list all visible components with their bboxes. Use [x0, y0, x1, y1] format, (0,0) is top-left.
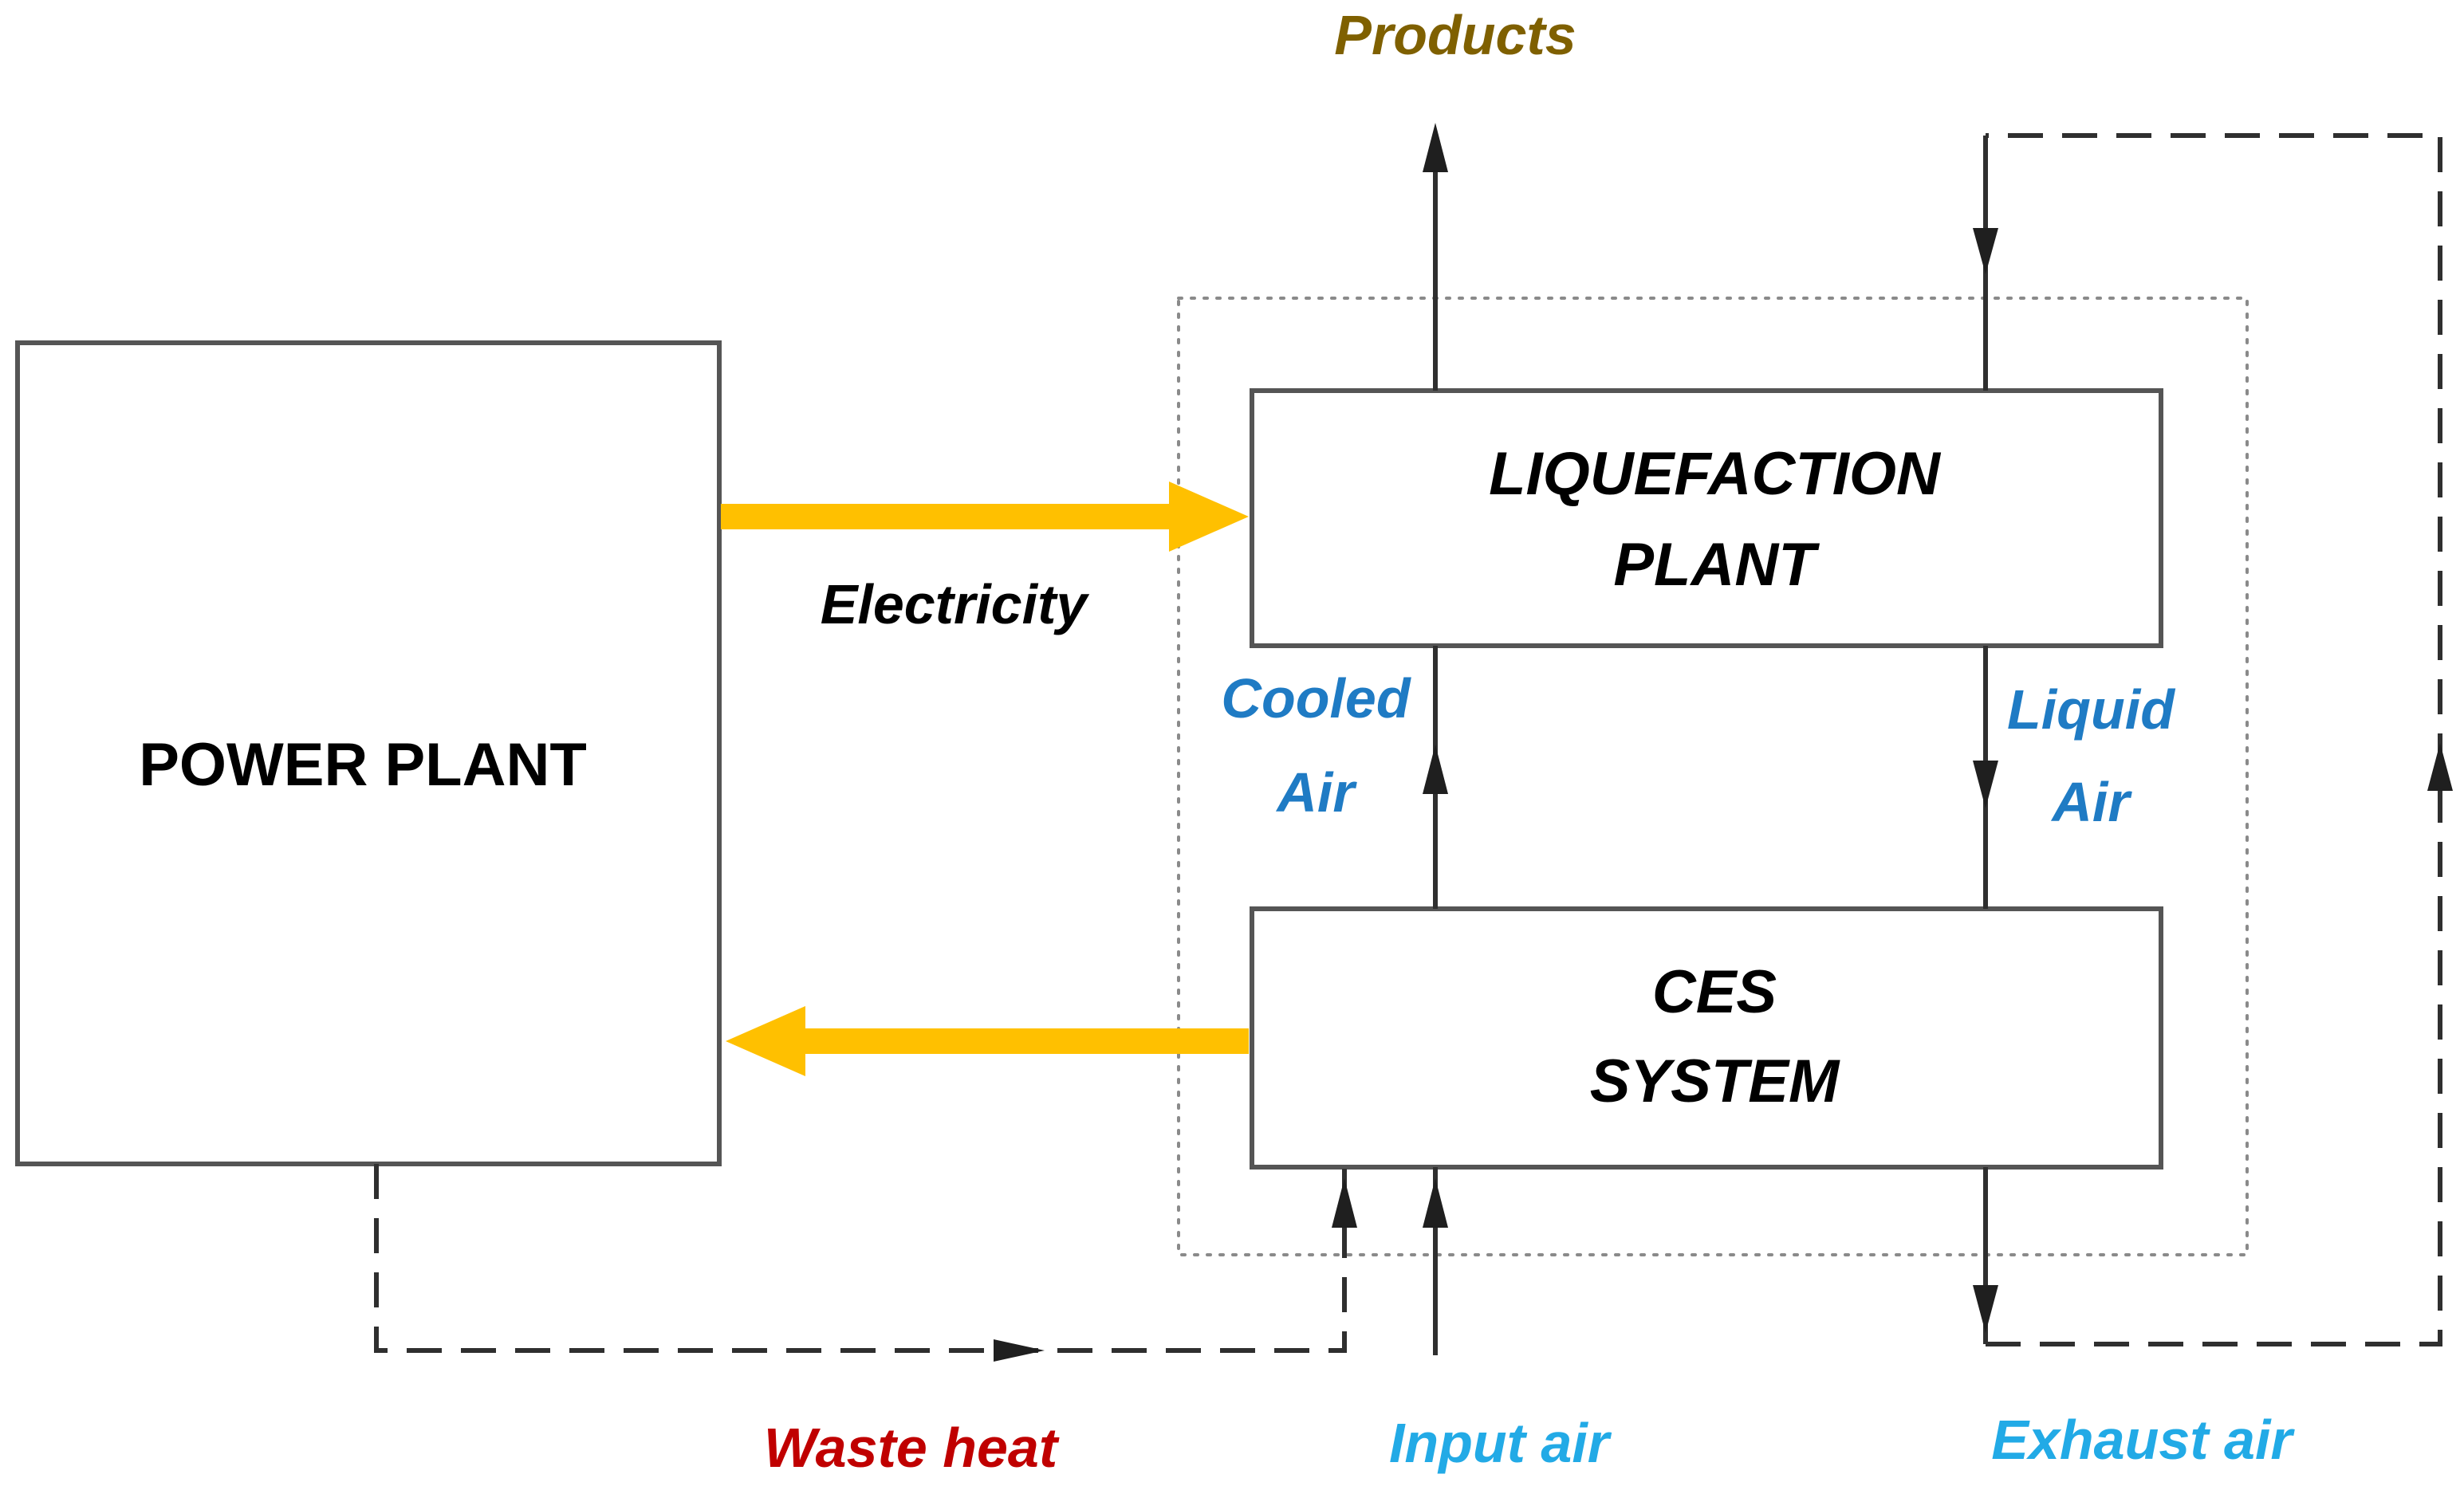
input-air-label: Input air [1389, 1412, 1612, 1474]
liquid-air-label-line2: Air [2050, 771, 2132, 833]
cooled-air-arrowhead [1423, 745, 1448, 794]
exhaust-recycle-loop [1986, 133, 2442, 1346]
products-label: Products [1334, 4, 1576, 66]
products-arrowhead [1423, 123, 1448, 172]
waste-heat-flow-arrowhead [994, 1339, 1045, 1362]
ces-system-label-line1: CES [1652, 958, 1777, 1026]
recycle-return-arrowhead [2427, 743, 2453, 791]
electricity-label: Electricity [821, 573, 1090, 635]
recycle-feed-arrowhead [1973, 228, 1998, 274]
system-boundary [1177, 297, 2249, 1256]
cooled-air-label-line1: Cooled [1221, 667, 1411, 729]
electricity-supply-arrowhead [1169, 482, 1249, 552]
ces-system-label-line2: SYSTEM [1590, 1048, 1840, 1115]
power-plant-box [15, 340, 722, 1166]
liquefaction-plant-label-line1: LIQUEFACTION [1489, 440, 1942, 508]
waste-heat-entry-arrowhead [1332, 1178, 1357, 1228]
exhaust-air-arrowhead [1973, 1285, 1998, 1333]
input-air-arrowhead [1423, 1178, 1448, 1228]
electricity-return-arrowhead [726, 1006, 805, 1076]
ces-system-box [1250, 906, 2163, 1170]
liquid-air-label-line1: Liquid [2007, 678, 2175, 741]
liquefaction-plant-label-line2: PLANT [1613, 531, 1820, 599]
liquefaction-plant-box [1250, 388, 2163, 648]
cooled-air-label-line2: Air [1275, 761, 1357, 824]
exhaust-air-label: Exhaust air [1991, 1409, 2295, 1471]
power-plant-label: POWER PLANT [139, 731, 587, 799]
waste-heat-label: Waste heat [764, 1417, 1060, 1479]
liquid-air-arrowhead [1973, 761, 1998, 808]
waste-heat-line [374, 1164, 1347, 1353]
